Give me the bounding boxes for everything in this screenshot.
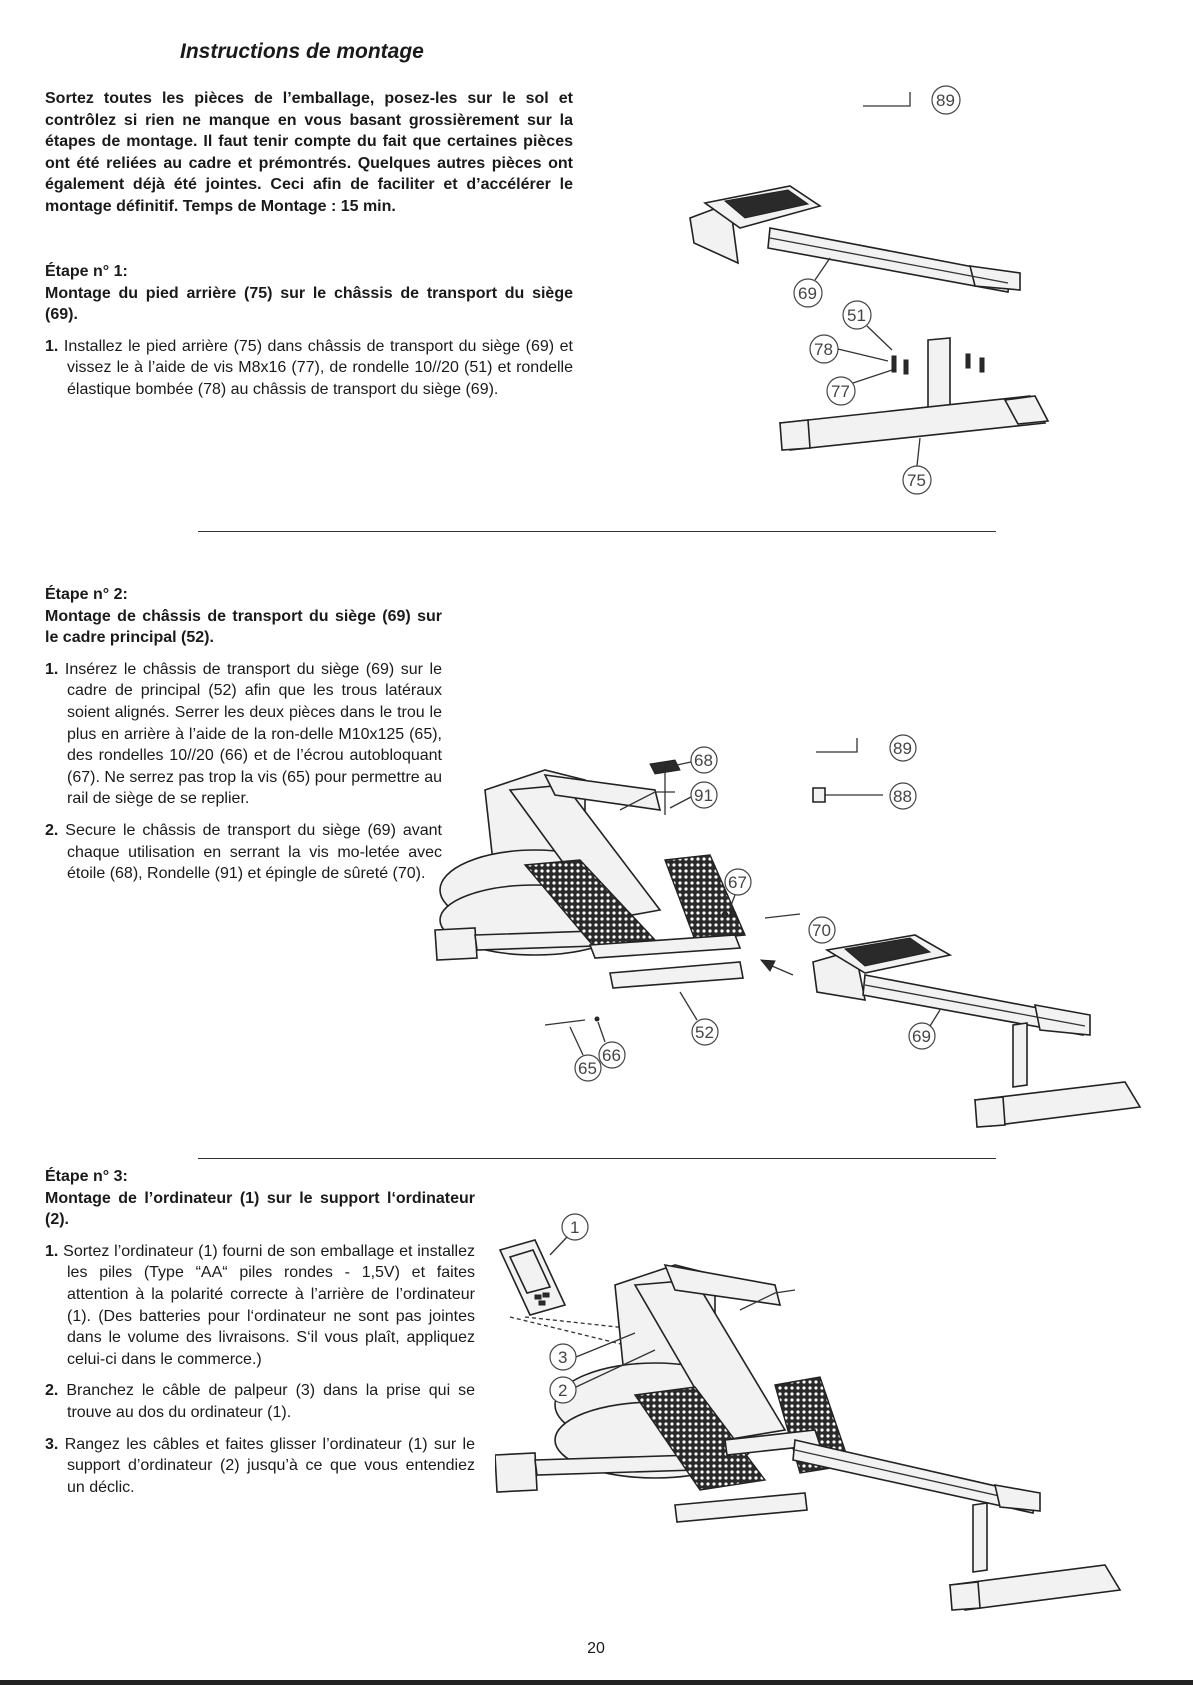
step-2-list: 1. Insérez le châssis de transport du si…: [45, 659, 442, 885]
callout-2: 2: [549, 1376, 577, 1404]
callout-66: 66: [598, 1041, 626, 1069]
list-item: 2. Secure le châssis de transport du siè…: [45, 820, 442, 885]
svg-text:77: 77: [831, 382, 850, 401]
svg-text:52: 52: [695, 1023, 714, 1042]
callout-88: 88: [889, 782, 917, 810]
callout-3: 3: [549, 1343, 577, 1371]
item-text: Insérez le châssis de transport du siège…: [64, 660, 442, 808]
bottom-border: [0, 1680, 1193, 1685]
step-1-title: Étape n° 1:: [45, 263, 128, 280]
callout-77: 77: [826, 376, 856, 406]
item-number: 1.: [45, 337, 59, 355]
step-2-title: Étape n° 2:: [45, 586, 128, 603]
callout-67: 67: [724, 868, 752, 896]
callout-78: 78: [809, 334, 839, 364]
list-item: 1. Installez le pied arrière (75) dans c…: [45, 336, 573, 401]
svg-text:68: 68: [694, 751, 713, 770]
callout-70: 70: [808, 916, 836, 944]
step-3-list: 1. Sortez l’ordinateur (1) fourni de son…: [45, 1241, 475, 1499]
svg-text:2: 2: [558, 1381, 567, 1400]
svg-text:65: 65: [578, 1059, 597, 1078]
svg-text:91: 91: [694, 786, 713, 805]
svg-text:51: 51: [847, 306, 866, 325]
item-text: Branchez le câble de palpeur (3) dans la…: [66, 1382, 475, 1421]
divider: [198, 1158, 996, 1159]
step-1-list: 1. Installez le pied arrière (75) dans c…: [45, 336, 573, 401]
svg-text:89: 89: [893, 739, 912, 758]
svg-text:66: 66: [602, 1046, 621, 1065]
svg-text:70: 70: [812, 921, 831, 940]
item-text: Secure le châssis de transport du siège …: [65, 821, 442, 883]
step-3: Étape n° 3: Montage de l’ordinateur (1) …: [45, 1166, 475, 1508]
item-text: Installez le pied arrière (75) dans châs…: [63, 337, 573, 398]
svg-text:1: 1: [570, 1218, 579, 1237]
svg-text:78: 78: [814, 340, 833, 359]
divider: [198, 531, 996, 532]
step-2: Étape n° 2: Montage de châssis de transp…: [45, 584, 442, 895]
step-2-figure: 89 88 68 91 67 70: [425, 730, 1155, 1130]
step-1-subtitle: Montage du pied arrière (75) sur le châs…: [45, 284, 573, 324]
list-item: 1. Insérez le châssis de transport du si…: [45, 659, 442, 810]
svg-text:3: 3: [558, 1348, 567, 1367]
callout-89: 89: [889, 734, 917, 762]
item-number: 1.: [45, 660, 59, 678]
item-text: Rangez les câbles et faites glisser l’or…: [64, 1435, 475, 1496]
svg-text:89: 89: [936, 91, 955, 110]
callout-52: 52: [691, 1018, 719, 1046]
callout-91: 91: [690, 781, 718, 809]
svg-text:69: 69: [912, 1027, 931, 1046]
list-item: 2. Branchez le câble de palpeur (3) dans…: [45, 1380, 475, 1423]
callout-89: 89: [931, 85, 961, 115]
item-number: 2.: [45, 1382, 59, 1400]
list-item: 3. Rangez les câbles et faites glisser l…: [45, 1434, 475, 1499]
intro-paragraph: Sortez toutes les pièces de l’emballage,…: [45, 90, 573, 215]
callout-69: 69: [908, 1022, 936, 1050]
step-3-title: Étape n° 3:: [45, 1168, 128, 1185]
page-number: 20: [587, 1640, 605, 1657]
step-3-figure: 1 3 2: [495, 1205, 1155, 1625]
svg-text:88: 88: [893, 787, 912, 806]
callout-65: 65: [574, 1054, 602, 1082]
callout-51: 51: [842, 300, 872, 330]
callout-68: 68: [690, 746, 718, 774]
step-1: Étape n° 1: Montage du pied arrière (75)…: [45, 261, 573, 411]
svg-text:69: 69: [798, 284, 817, 303]
step-3-subtitle: Montage de l’ordinateur (1) sur le suppo…: [45, 1189, 475, 1229]
item-number: 1.: [45, 1242, 59, 1260]
svg-text:67: 67: [728, 873, 747, 892]
callout-69: 69: [793, 278, 823, 308]
step-2-subtitle: Montage de châssis de transport du siège…: [45, 607, 442, 647]
callout-1: 1: [561, 1213, 589, 1241]
step-1-figure: 89 69 51 78 77 75: [670, 78, 1070, 498]
page-title: Instructions de montage: [180, 40, 424, 63]
item-number: 3.: [45, 1435, 59, 1453]
item-text: Sortez l’ordinateur (1) fourni de son em…: [63, 1242, 475, 1368]
svg-text:75: 75: [907, 471, 926, 490]
callout-75: 75: [902, 465, 932, 495]
list-item: 1. Sortez l’ordinateur (1) fourni de son…: [45, 1241, 475, 1371]
item-number: 2.: [45, 821, 59, 839]
